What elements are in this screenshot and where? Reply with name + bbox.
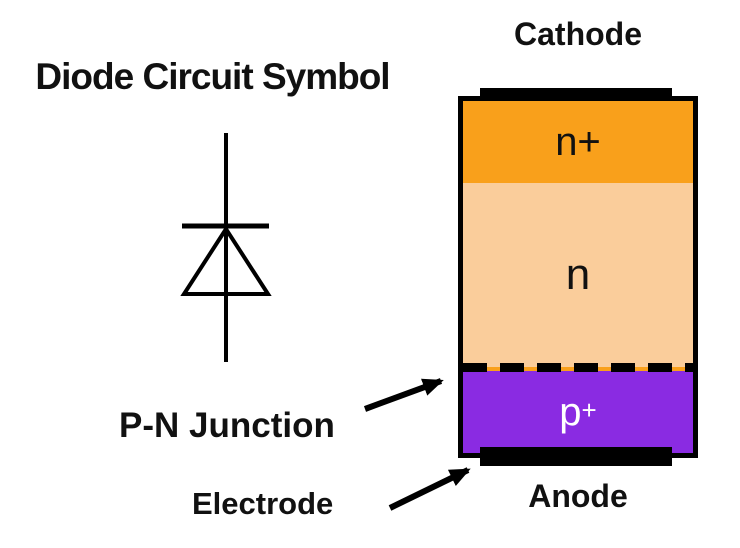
region-n-plus-label: n+	[555, 120, 601, 164]
region-p-plus-label: p+	[559, 390, 597, 434]
cathode-label: Cathode	[514, 16, 642, 52]
region-n-label: n	[565, 250, 591, 299]
pn-junction-arrow	[363, 378, 444, 412]
diode-circuit-symbol	[180, 133, 272, 362]
pn-junction-label: P-N Junction	[119, 406, 335, 445]
diode-anode-triangle	[180, 225, 272, 296]
device-cross-section: n+ n p+	[458, 96, 698, 458]
electrode-label: Electrode	[192, 486, 334, 521]
bottom-electrode-bar	[480, 447, 672, 466]
page-title: Diode Circuit Symbol	[35, 56, 390, 97]
anode-label: Anode	[528, 478, 628, 514]
electrode-arrow	[388, 467, 471, 511]
region-p-plus: p+	[463, 371, 693, 453]
region-n: n	[463, 183, 693, 367]
pn-junction-dashed-line	[463, 363, 693, 372]
region-n-plus: n+	[463, 101, 693, 183]
